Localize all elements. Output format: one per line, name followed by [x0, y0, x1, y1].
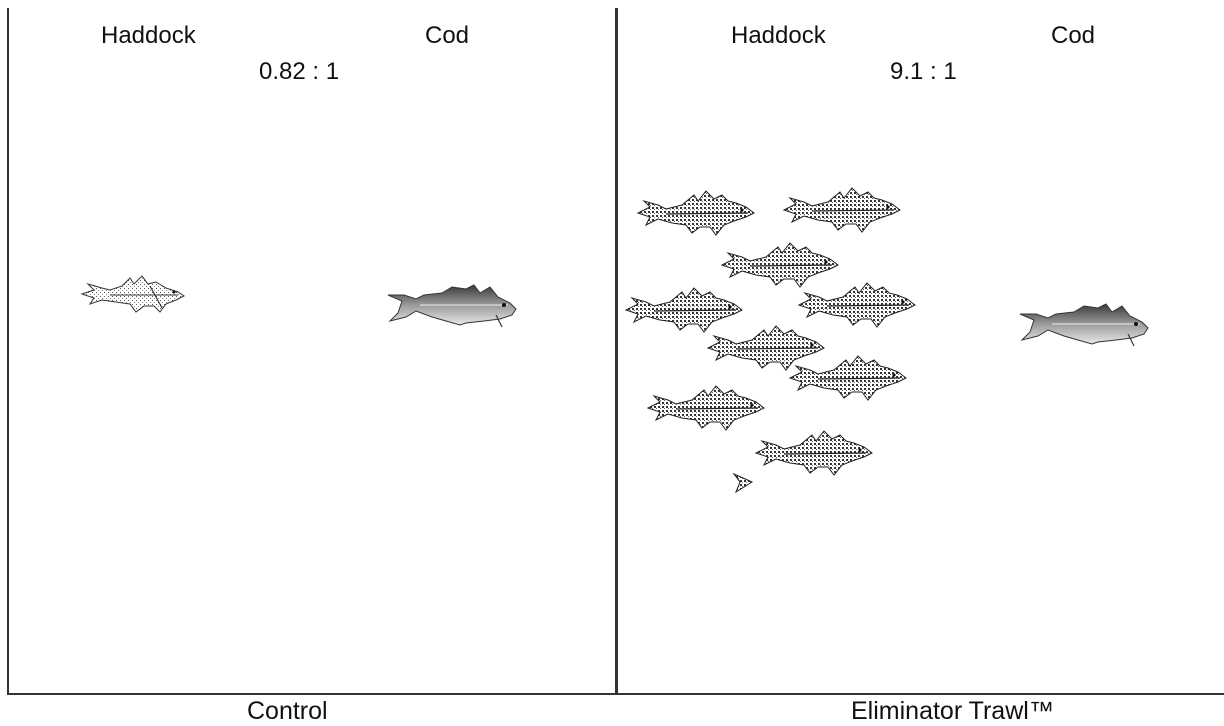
eliminator-cod-label: Cod	[1051, 22, 1096, 49]
control-cod-fish	[387, 284, 517, 328]
center-divider-line	[615, 8, 618, 695]
eliminator-haddock-fish	[783, 187, 901, 233]
eliminator-haddock-fragment	[732, 472, 754, 494]
bottom-border-line	[7, 693, 1224, 695]
eliminator-haddock-fish	[637, 190, 755, 236]
left-border-line	[7, 8, 9, 695]
eliminator-haddock-label: Haddock	[731, 22, 826, 49]
control-haddock-fish	[81, 275, 185, 313]
eliminator-caption: Eliminator Trawl™	[851, 697, 1054, 725]
eliminator-haddock-fish	[789, 355, 907, 401]
control-cod-label: Cod	[425, 22, 470, 49]
eliminator-haddock-fish	[647, 385, 765, 431]
control-caption: Control	[247, 697, 328, 725]
eliminator-haddock-fish	[755, 430, 873, 476]
eliminator-cod-fish	[1019, 303, 1149, 347]
control-haddock-label: Haddock	[101, 22, 196, 49]
control-ratio: 0.82 : 1	[259, 58, 340, 85]
eliminator-ratio: 9.1 : 1	[890, 58, 957, 85]
